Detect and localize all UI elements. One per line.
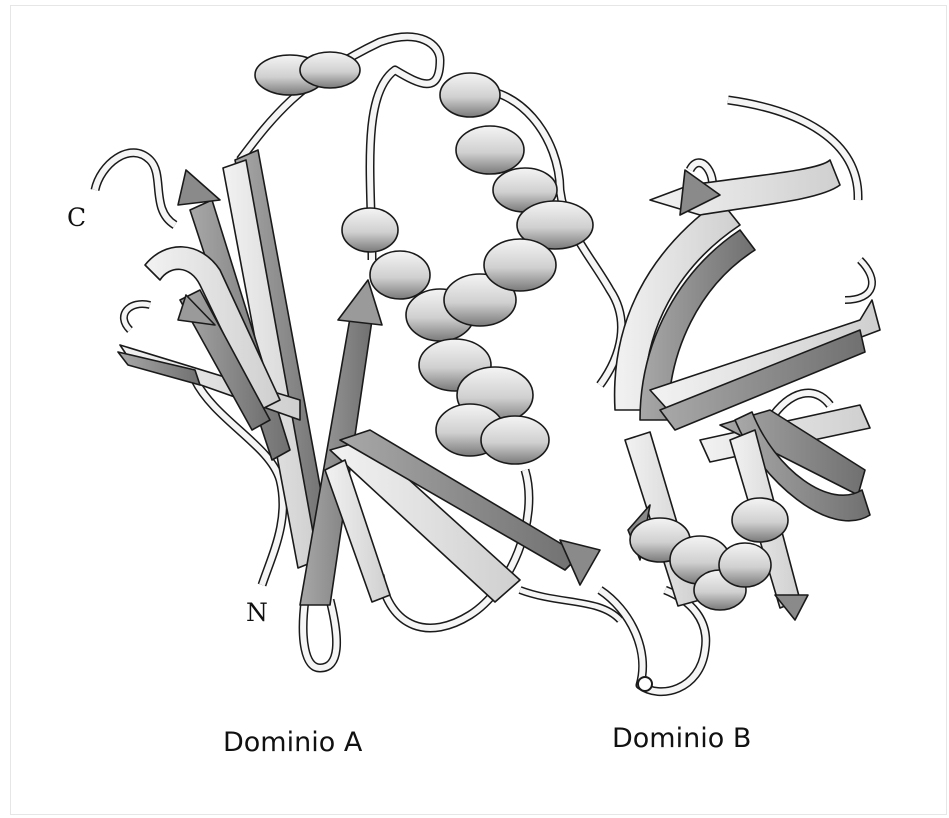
domain-a-ribbon (95, 37, 621, 668)
c-terminus-label: C (67, 203, 86, 232)
domain-a-helix (255, 52, 593, 464)
domain-a-label: Dominio A (223, 727, 362, 758)
n-terminus-label: N (246, 598, 268, 627)
domain-b-label: Dominio B (612, 723, 751, 754)
domain-a-strand-arrowhead (178, 170, 220, 205)
domain-b-strand (650, 160, 840, 215)
domain-b-ribbon (520, 100, 880, 692)
